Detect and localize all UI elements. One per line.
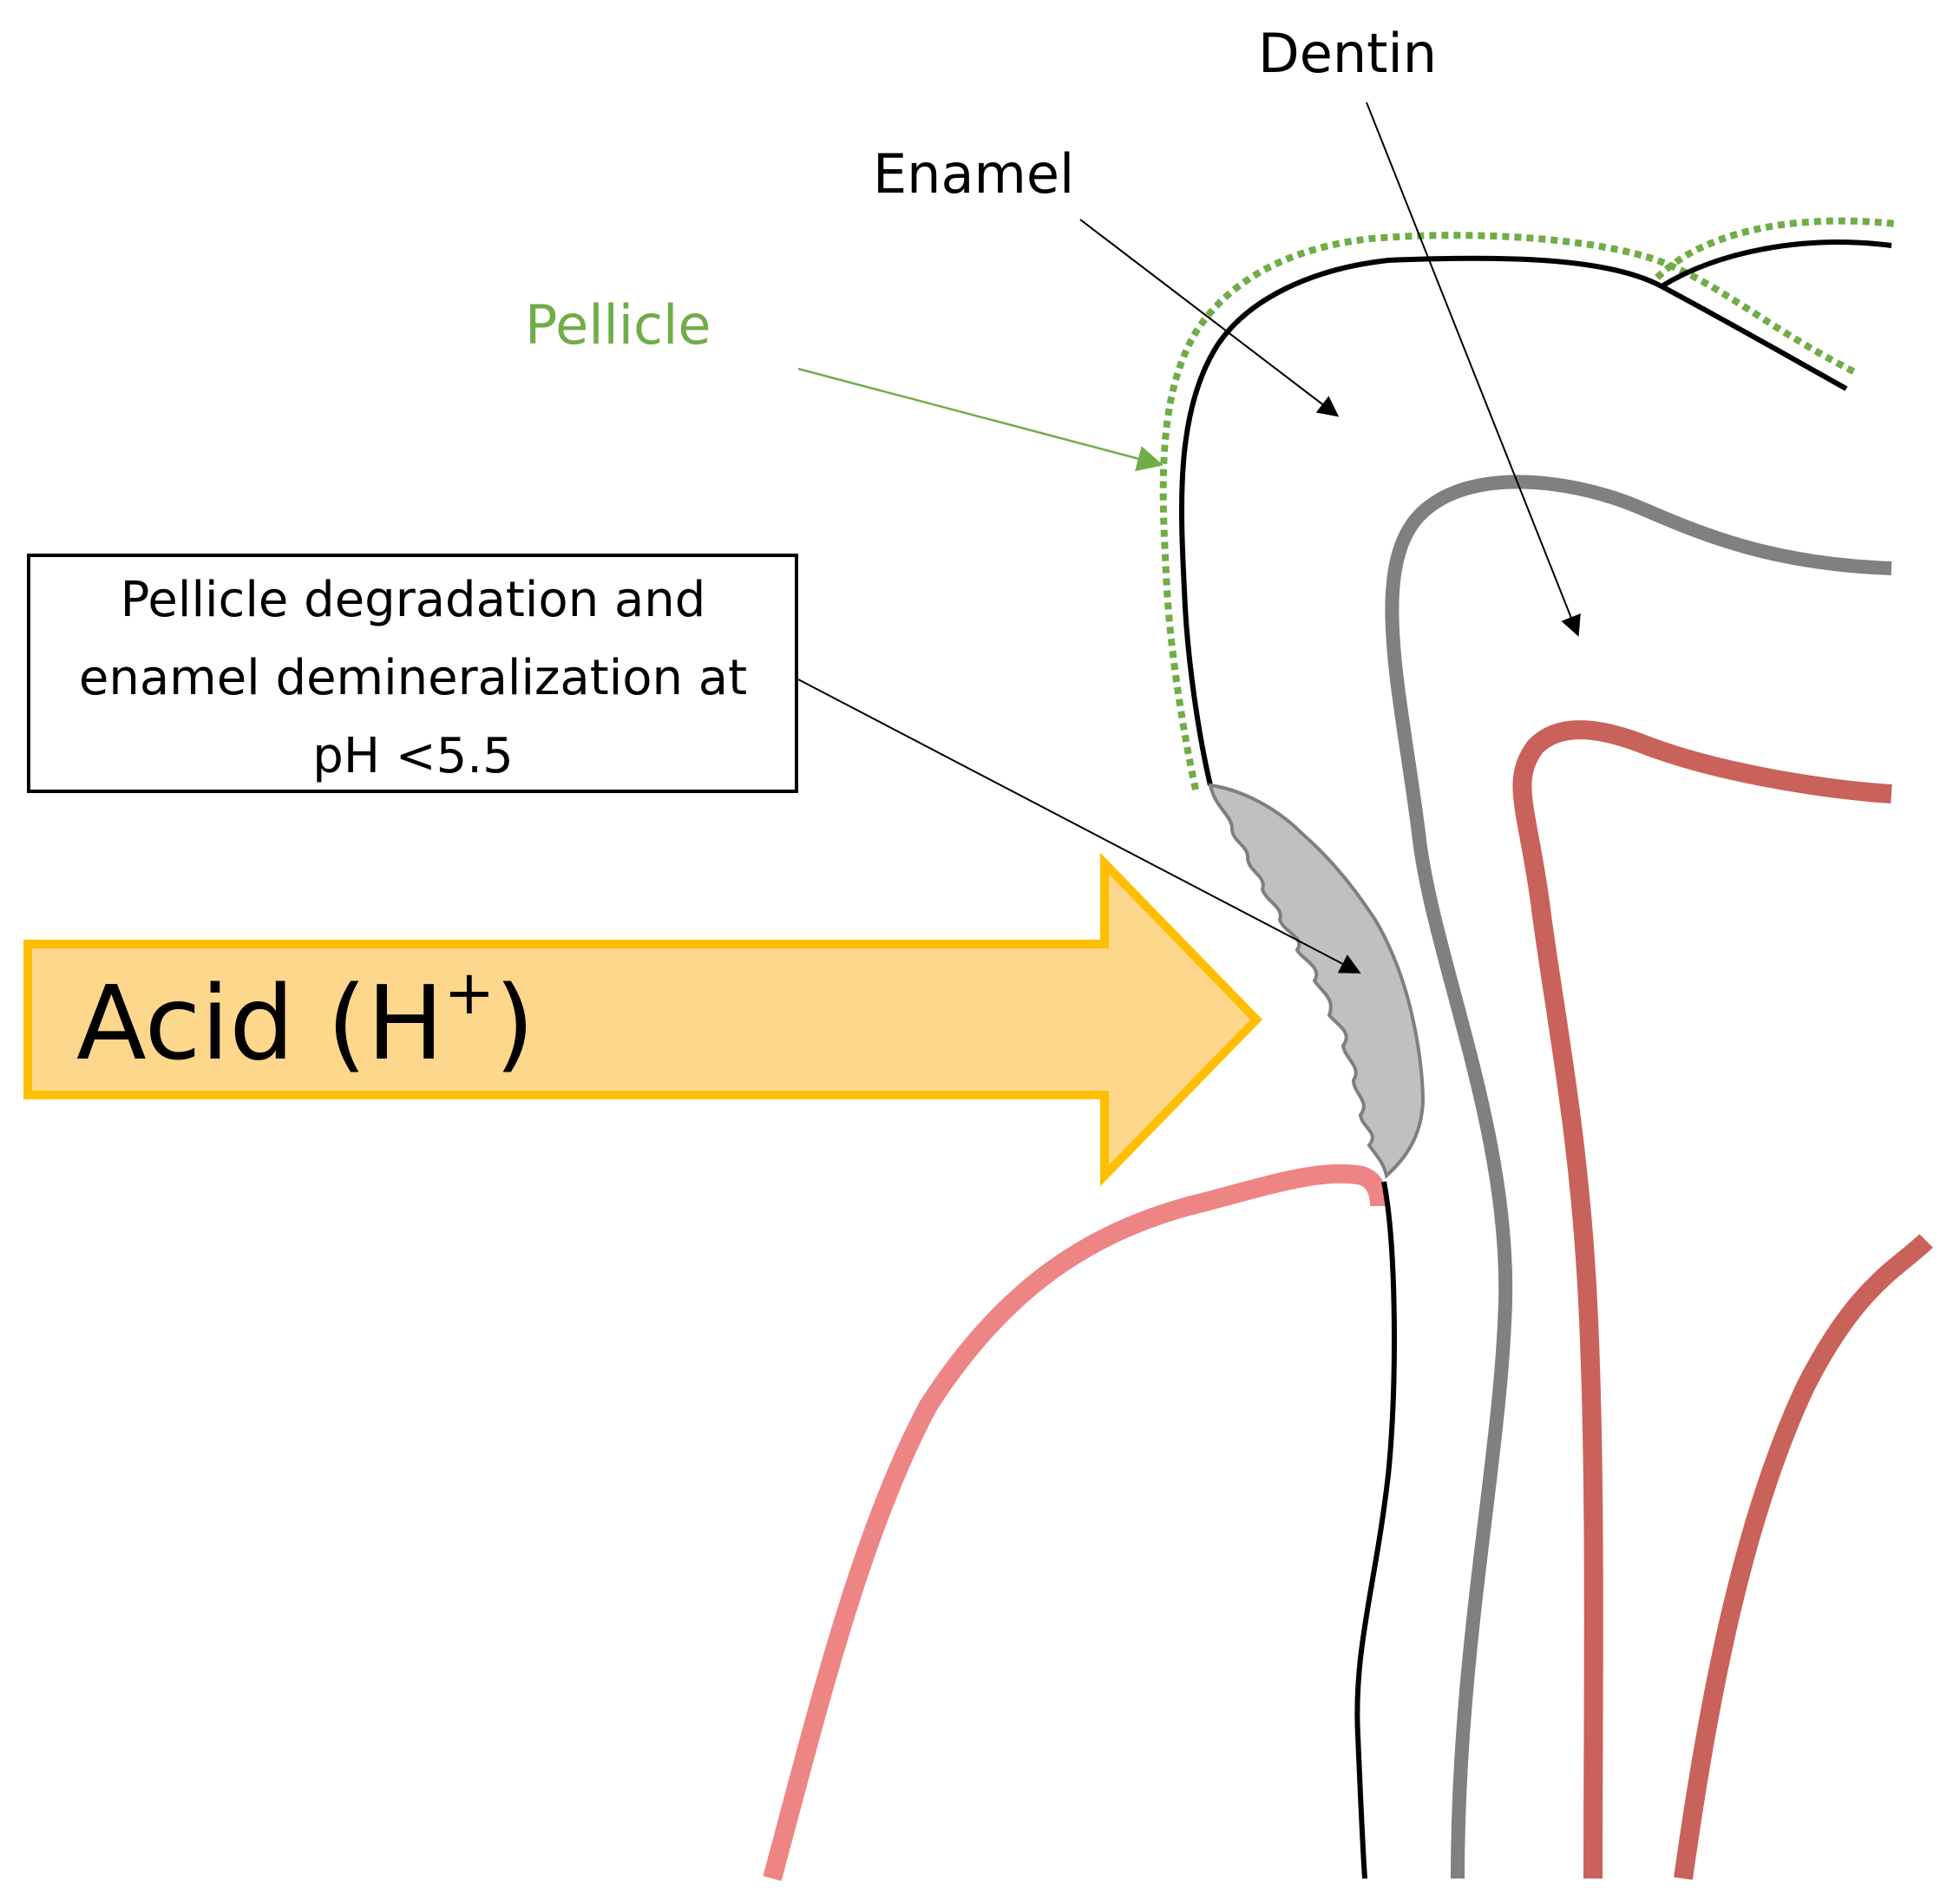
enamel-pointer-arrow [1079,219,1340,417]
acid-arrow [23,852,1262,1187]
gingiva-line [763,1164,1389,1881]
pellicle-layer-right [1655,217,1897,280]
svg-text:Acid (H+): Acid (H+) [76,957,534,1083]
pulp-line-inner [1512,720,1892,1879]
pellicle-layer [1159,232,1858,790]
dentin-enamel-junction [1385,475,1892,1879]
dentin-pointer-arrow [1366,102,1581,637]
callout-line-3: pH <5.5 [312,728,513,784]
callout-pointer-arrow [797,679,1361,974]
enamel-label: Enamel [873,142,1074,206]
callout-line-1: Pellicle degradation and [121,572,706,628]
pellicle-label: Pellicle [525,293,711,357]
pellicle-pointer-arrow [797,367,1164,472]
acid-label: Acid (H [76,963,444,1083]
acid-close: ) [495,963,534,1083]
demineralized-lesion [1208,783,1426,1179]
pulp-line-outer [1674,1234,1933,1880]
enamel-outline [1179,255,1848,786]
callout-box [27,554,798,793]
enamel-outline-right [1660,239,1892,289]
callout-line-2: enamel demineralization at [79,650,747,706]
enamel-outline-root [1354,1181,1397,1879]
acid-superscript: + [444,957,495,1028]
dentin-label: Dentin [1258,22,1437,85]
